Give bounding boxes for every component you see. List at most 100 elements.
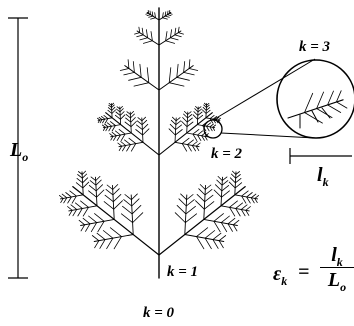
branch-segment	[175, 124, 183, 131]
branch-segment	[158, 65, 194, 91]
fraction-bar	[320, 267, 354, 268]
branch-segment	[121, 213, 134, 224]
branch-segment	[72, 208, 78, 217]
branch-segment	[78, 171, 83, 175]
branch-segment	[82, 181, 90, 189]
branch-segment	[129, 111, 135, 115]
branch-segment	[212, 126, 216, 131]
branch-segment	[82, 206, 89, 217]
branch-segment	[98, 116, 103, 120]
branch-segment	[204, 230, 216, 239]
branch-segment	[198, 188, 206, 196]
branch-segment	[205, 109, 211, 114]
branch-segment	[125, 117, 132, 123]
branch-segment	[89, 180, 97, 186]
branch-segment	[204, 194, 214, 203]
branch-segment	[60, 198, 64, 204]
branch-segment	[136, 34, 144, 38]
branch-segment	[165, 40, 176, 44]
branch-segment	[321, 107, 331, 119]
magnified-circle	[276, 59, 354, 139]
branch-segment	[112, 188, 120, 196]
branch-segment	[201, 135, 205, 141]
branch-segment	[95, 175, 101, 182]
branch-segment	[104, 123, 109, 128]
branch-segment	[187, 114, 193, 119]
branch-segment	[174, 129, 183, 136]
branch-segment	[67, 206, 73, 211]
branch-segment	[116, 106, 121, 110]
branch-segment	[181, 137, 190, 145]
branch-segment	[102, 124, 106, 128]
branch-segment	[217, 175, 223, 182]
branch-segment	[124, 65, 160, 91]
branch-segment	[108, 125, 112, 132]
branch-segment	[150, 17, 156, 20]
branch-segment	[119, 108, 124, 113]
branch-segment	[70, 204, 78, 210]
branch-segment	[71, 195, 77, 204]
branch-segment	[246, 196, 251, 204]
branch-segment	[106, 184, 114, 190]
branch-segment	[183, 61, 186, 73]
branch-segment	[197, 106, 202, 110]
branch-segment	[110, 121, 116, 126]
branch-segment	[94, 240, 100, 249]
branch-segment	[145, 12, 150, 15]
branch-segment	[184, 213, 198, 224]
branch-segment	[145, 29, 149, 39]
branch-segment	[113, 236, 122, 250]
formula-equals: =	[298, 261, 310, 283]
branch-segment	[203, 218, 238, 226]
branch-segment	[158, 112, 213, 156]
branch-segment	[212, 239, 219, 249]
branch-segment	[113, 135, 117, 141]
branch-segment	[68, 209, 73, 216]
branch-segment	[135, 129, 144, 136]
branch-segment	[221, 176, 228, 182]
branch-segment	[201, 131, 207, 137]
callout-line-top	[212, 58, 316, 121]
branch-segment	[193, 111, 199, 116]
branch-segment	[177, 32, 184, 35]
branch-segment	[110, 135, 114, 141]
branch-segment	[107, 109, 113, 114]
branch-segment	[126, 144, 131, 152]
branch-segment	[111, 131, 117, 137]
branch-segment	[105, 112, 160, 156]
branch-segment	[213, 220, 221, 233]
branch-segment	[111, 102, 114, 106]
branch-segment	[93, 234, 134, 242]
branch-segment	[245, 209, 250, 216]
branch-segment	[187, 139, 194, 146]
branch-segment	[141, 123, 149, 131]
branch-segment	[124, 121, 132, 128]
branch-segment	[235, 171, 241, 175]
branch-segment	[217, 117, 222, 121]
branch-segment	[213, 213, 224, 222]
branch-segment	[227, 217, 236, 225]
branch-segment	[250, 193, 257, 199]
branch-segment	[202, 125, 207, 132]
branch-segment	[131, 198, 140, 207]
callout-line-bottom	[220, 132, 316, 139]
branch-segment	[176, 204, 187, 215]
branch-segment	[164, 11, 167, 17]
branch-segment	[112, 184, 119, 190]
branch-segment	[174, 27, 177, 36]
branch-segment	[215, 119, 219, 124]
branch-segment	[212, 232, 222, 241]
branch-segment	[148, 15, 154, 18]
branch-segment	[175, 117, 181, 122]
branch-segment	[139, 37, 149, 41]
branch-segment	[220, 205, 250, 212]
branch-segment	[131, 204, 142, 215]
branch-segment	[111, 125, 116, 132]
branch-segment	[95, 184, 103, 192]
branch-segment	[154, 12, 156, 19]
branch-segment	[180, 193, 188, 201]
branch-segment	[65, 192, 72, 198]
branch-segment	[202, 106, 207, 111]
branch-segment	[246, 192, 253, 198]
